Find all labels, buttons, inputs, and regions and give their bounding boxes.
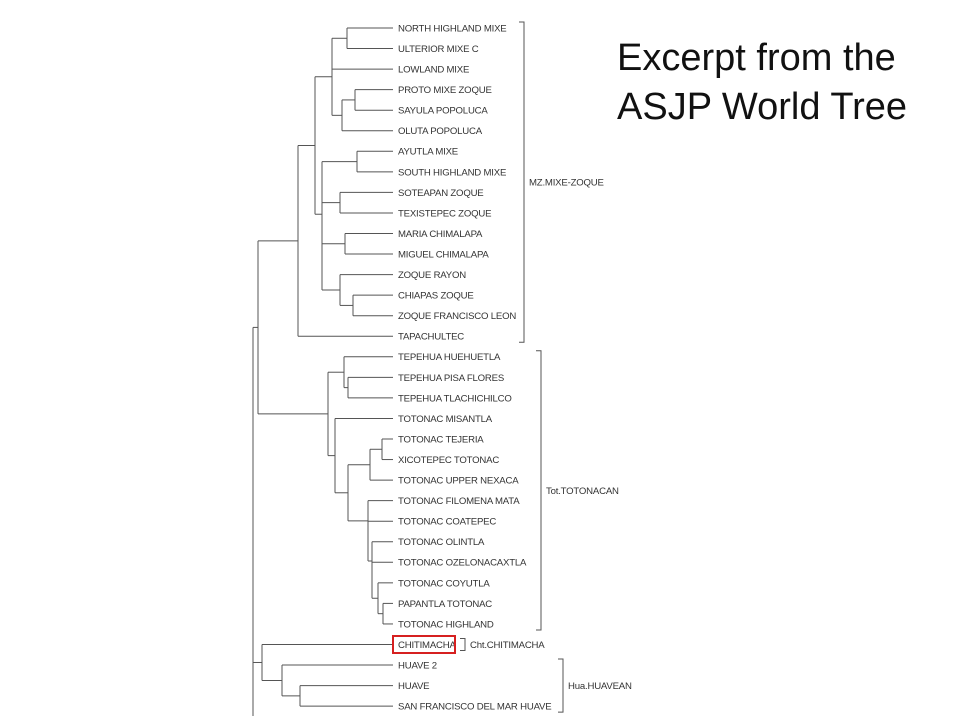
- group-label: Hua.HUAVEAN: [568, 681, 632, 692]
- group-bracket: [460, 638, 466, 651]
- tree-leaf-label: OLUTA POPOLUCA: [398, 126, 483, 137]
- tree-leaf-label: SAN FRANCISCO DEL MAR HUAVE: [398, 702, 551, 713]
- group-bracket: [558, 658, 564, 713]
- tree-leaf-label: ULTERIOR MIXE C: [398, 44, 479, 55]
- tree-leaf-label: TOTONAC COATEPEC: [398, 517, 496, 528]
- tree-leaf-label: SOUTH HIGHLAND MIXE: [398, 167, 506, 178]
- tree-leaf-label: TOTONAC OLINTLA: [398, 537, 485, 548]
- tree-leaf-label: TEXISTEPEC ZOQUE: [398, 208, 491, 219]
- tree-leaf-label: ZOQUE FRANCISCO LEON: [398, 311, 516, 322]
- tree-leaf-label: TEPEHUA TLACHICHILCO: [398, 393, 512, 404]
- tree-leaf-label: TOTONAC MISANTLA: [398, 414, 493, 425]
- tree-leaf-label: HUAVE 2: [398, 660, 437, 671]
- tree-leaf-label: LOWLAND MIXE: [398, 65, 469, 76]
- group-bracket: [519, 21, 525, 343]
- tree-leaf-label: TOTONAC HIGHLAND: [398, 619, 494, 630]
- group-label: Cht.CHITIMACHA: [470, 640, 545, 651]
- tree-leaf-label: TOTONAC UPPER NEXACA: [398, 476, 519, 487]
- tree-leaf-label: SOTEAPAN ZOQUE: [398, 188, 484, 199]
- tree-leaf-label: CHITIMACHA: [398, 640, 456, 651]
- tree-leaf-label: TOTONAC OZELONACAXTLA: [398, 558, 527, 569]
- tree-leaf-label: PAPANTLA TOTONAC: [398, 599, 492, 610]
- tree-leaf-label: TOTONAC FILOMENA MATA: [398, 496, 520, 507]
- slide-title-line-1: Excerpt from the: [617, 37, 896, 79]
- tree-leaf-label: TEPEHUA HUEHUETLA: [398, 352, 501, 363]
- group-bracket: [536, 350, 542, 631]
- group-label: Tot.TOTONACAN: [546, 486, 619, 497]
- tree-leaf-label: ZOQUE RAYON: [398, 270, 466, 281]
- tree-leaf-label: CHIAPAS ZOQUE: [398, 291, 474, 302]
- tree-leaf-label: MARIA CHIMALAPA: [398, 229, 483, 240]
- group-label: MZ.MIXE-ZOQUE: [529, 178, 604, 189]
- tree-leaf-label: SAYULA POPOLUCA: [398, 106, 488, 117]
- tree-leaf-label: MIGUEL CHIMALAPA: [398, 249, 489, 260]
- tree-leaf-label: PROTO MIXE ZOQUE: [398, 85, 492, 96]
- tree-leaf-label: TOTONAC TEJERIA: [398, 434, 484, 445]
- tree-leaf-label: NORTH HIGHLAND MIXE: [398, 23, 507, 34]
- slide-title-line-2: ASJP World Tree: [617, 86, 908, 128]
- tree-leaf-label: TOTONAC COYUTLA: [398, 578, 490, 589]
- highlight-box: [392, 635, 456, 654]
- tree-leaf-label: HUAVE: [398, 681, 429, 692]
- slide-title: Excerpt from the ASJP World Tree: [617, 34, 947, 132]
- tree-leaf-label: AYUTLA MIXE: [398, 147, 458, 158]
- tree-leaf-label: TAPACHULTEC: [398, 332, 464, 343]
- tree-leaf-label: XICOTEPEC TOTONAC: [398, 455, 499, 466]
- tree-leaf-label: TEPEHUA PISA FLORES: [398, 373, 504, 384]
